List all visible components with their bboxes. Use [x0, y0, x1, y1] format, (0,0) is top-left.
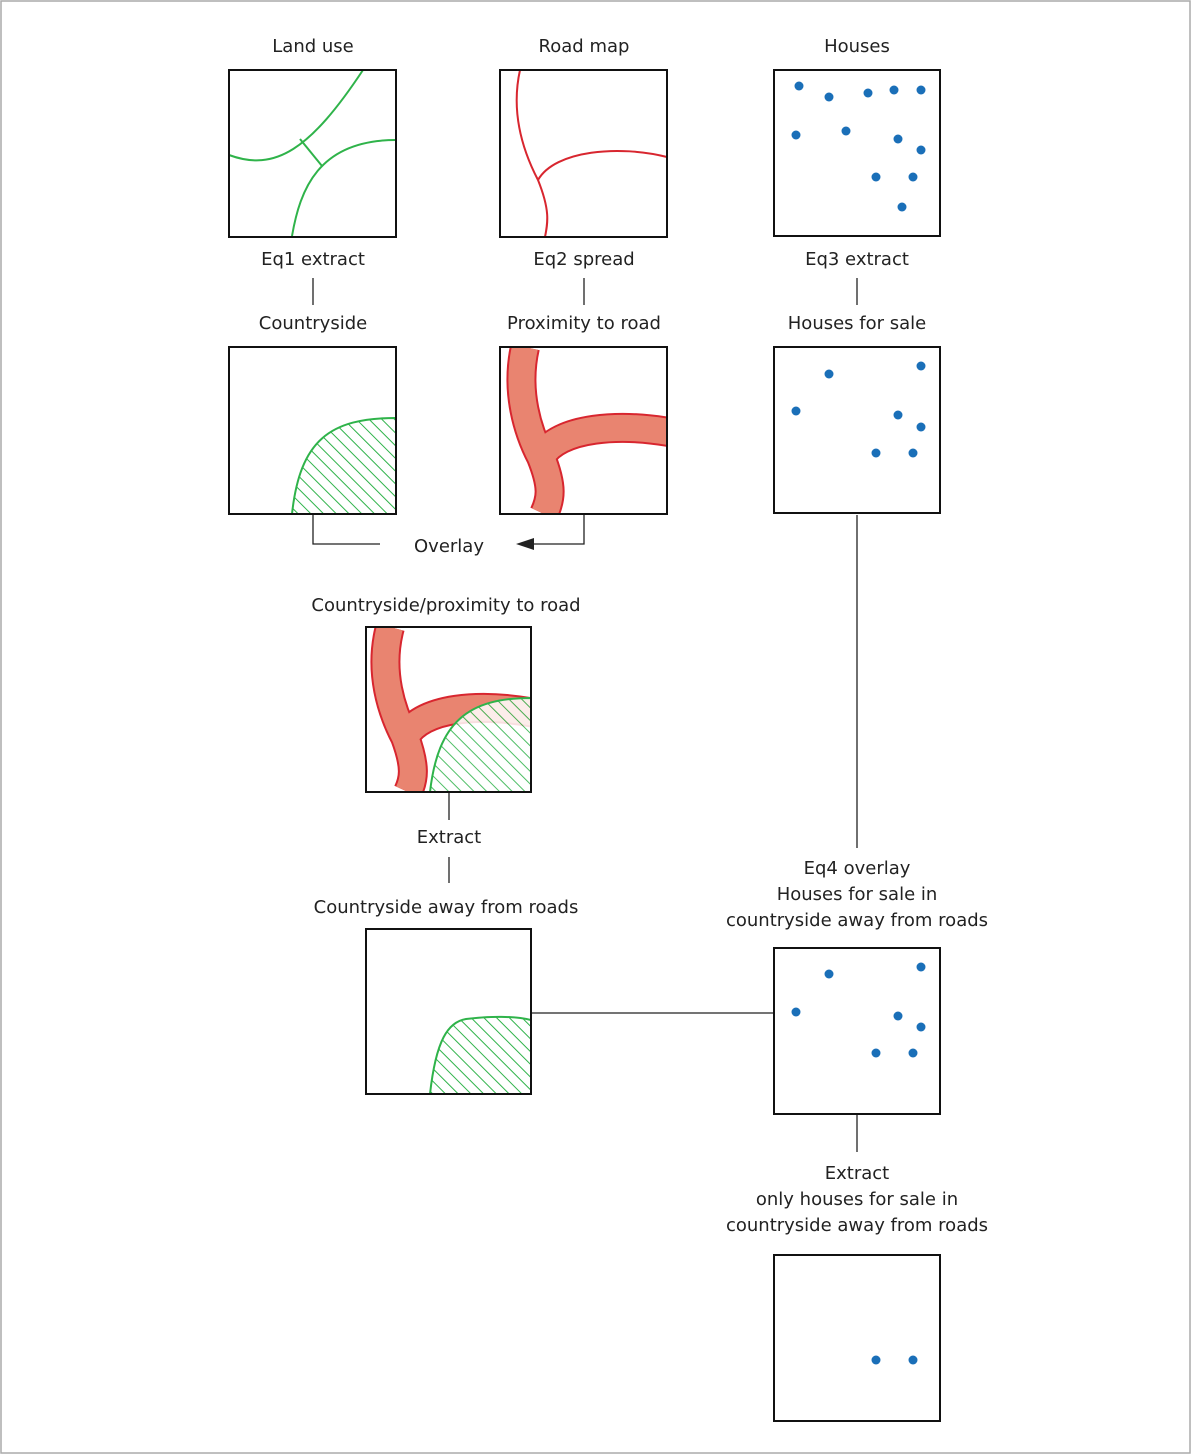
connectors	[312, 278, 858, 1152]
map-countryside-away	[365, 928, 532, 1095]
title-eq4-line2: Houses for sale in	[776, 884, 938, 905]
house-dot	[824, 92, 834, 102]
countryside-area	[290, 416, 396, 514]
map-frame	[773, 69, 941, 237]
house-dot	[871, 1355, 881, 1365]
map-houses	[773, 69, 941, 237]
house-dot	[824, 369, 834, 379]
house-dot	[791, 406, 801, 416]
step-eq2: Eq2 spread	[533, 249, 635, 270]
step-extract: Extract	[416, 827, 482, 848]
house-dot	[893, 1011, 903, 1021]
house-dot	[908, 172, 918, 182]
map-countryside	[228, 346, 397, 515]
title-countryside-away: Countryside away from roads	[313, 897, 579, 918]
countryside-away-area	[428, 1015, 531, 1094]
house-dot	[908, 1048, 918, 1058]
map-houses-for-sale	[773, 346, 941, 514]
countryside-away-area	[836, 1038, 940, 1114]
house-dot	[871, 448, 881, 458]
title-countryside: Countryside	[258, 313, 368, 334]
title-road-map: Road map	[538, 36, 630, 57]
map-frame	[228, 69, 397, 238]
road-vertical	[515, 69, 549, 238]
connector-countryside-overlay	[312, 515, 380, 545]
title-countryside-proximity: Countryside/proximity to road	[311, 595, 581, 616]
house-dot	[889, 85, 899, 95]
house-dot	[916, 145, 926, 155]
house-dot	[916, 361, 926, 371]
map-frame	[773, 1254, 941, 1422]
step-overlay: Overlay	[414, 536, 484, 557]
step-eq1: Eq1 extract	[261, 249, 365, 270]
house-dot	[863, 88, 873, 98]
house-dot	[897, 202, 907, 212]
house-dot	[871, 172, 881, 182]
title-final-line3: countryside away from roads	[725, 1215, 989, 1236]
house-dot	[871, 1048, 881, 1058]
land-boundary-top	[228, 69, 364, 162]
house-dot	[893, 410, 903, 420]
connector-proximity-overlay	[530, 515, 585, 545]
map-frame	[228, 346, 397, 515]
house-dot	[916, 962, 926, 972]
house-dot	[841, 126, 851, 136]
step-eq3: Eq3 extract	[805, 249, 909, 270]
map-frame	[773, 947, 941, 1115]
road-buffer-branch-fill	[529, 414, 667, 465]
title-final-line2: only houses for sale in	[755, 1189, 959, 1210]
house-dot	[893, 134, 903, 144]
map-frame	[499, 346, 668, 515]
house-dot	[916, 422, 926, 432]
map-road	[499, 69, 668, 238]
map-frame	[365, 626, 532, 793]
house-dot	[908, 1355, 918, 1365]
land-boundary-bottom	[291, 139, 397, 237]
house-dot	[824, 969, 834, 979]
overlay-arrowhead-icon	[516, 538, 534, 550]
map-eq4-overlay	[773, 947, 941, 1115]
map-frame	[365, 928, 532, 1095]
map-proximity	[499, 346, 668, 515]
house-dot	[791, 130, 801, 140]
house-dot	[916, 1022, 926, 1032]
map-final-result	[773, 1254, 941, 1422]
step-extract-final: Extract	[824, 1163, 890, 1184]
title-houses-for-sale: Houses for sale	[787, 313, 927, 334]
title-eq4-line3: countryside away from roads	[725, 910, 989, 931]
title-land-use: Land use	[272, 36, 354, 57]
road-branch	[537, 149, 668, 181]
step-eq4-overlay: Eq4 overlay	[803, 858, 911, 879]
house-dot	[794, 81, 804, 91]
land-boundary-connector	[299, 138, 323, 167]
map-frame	[499, 69, 668, 238]
title-proximity: Proximity to road	[507, 313, 661, 334]
map-countryside-proximity	[365, 626, 532, 793]
house-dot	[791, 1007, 801, 1017]
house-dot	[916, 85, 926, 95]
house-dot	[908, 448, 918, 458]
map-frame	[773, 346, 941, 514]
title-houses: Houses	[824, 36, 890, 57]
map-land-use	[228, 69, 397, 238]
